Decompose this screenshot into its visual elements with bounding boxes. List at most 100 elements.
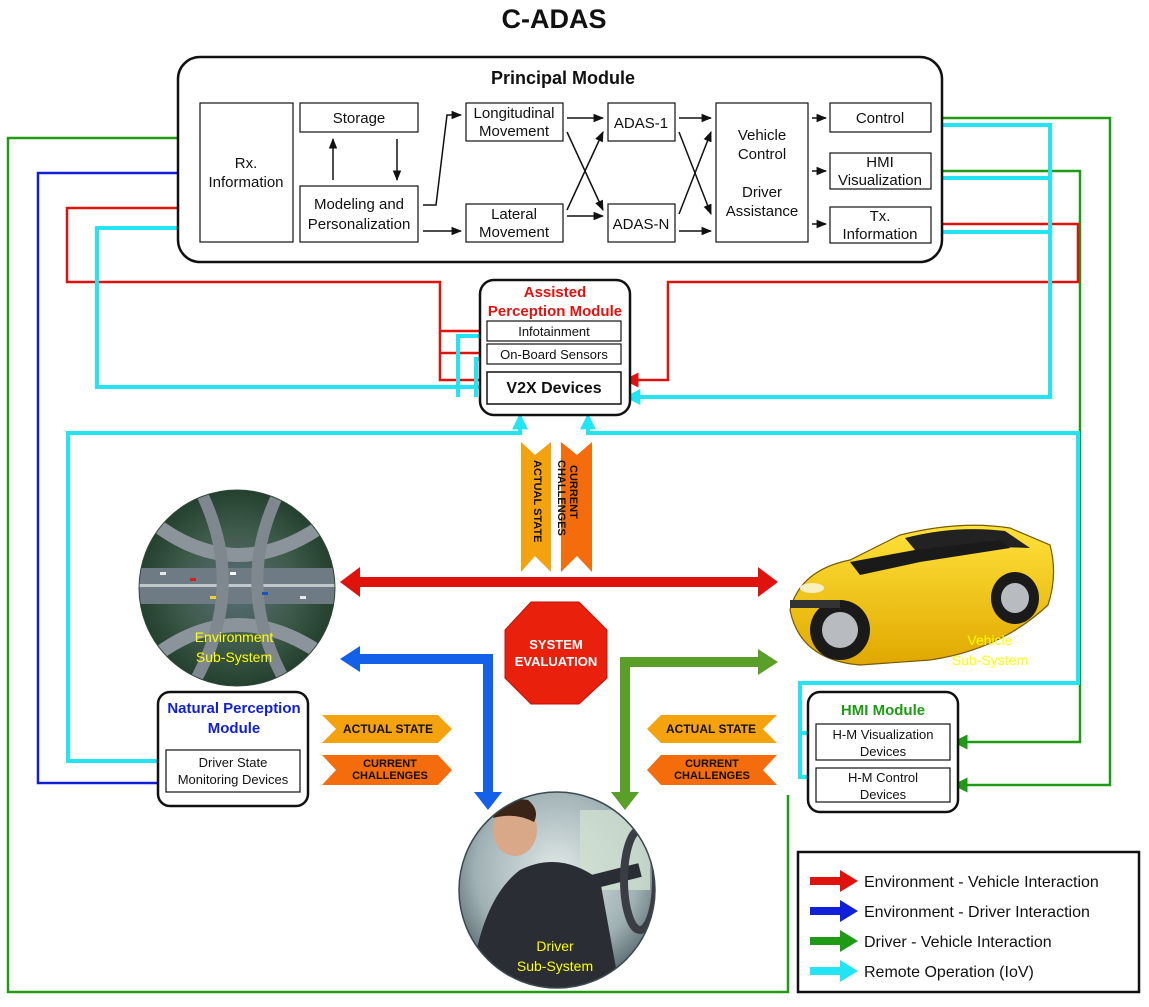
longitudinal-box xyxy=(465,102,564,142)
rx-label-1: Rx. xyxy=(235,155,258,172)
legend-label-red: Environment - Vehicle Interaction xyxy=(864,874,1099,891)
cyan-output-line xyxy=(624,123,1052,405)
legend-red-arrow-icon xyxy=(810,870,858,892)
hm-control-devices-box xyxy=(815,767,951,803)
longitudinal-label-1: Longitudinal xyxy=(474,105,555,122)
on-board-sensors-label: On-Board Sensors xyxy=(500,347,608,362)
adas-n-box xyxy=(607,203,676,243)
hm-vis-label-2: Devices xyxy=(860,744,907,759)
v2x-devices-box xyxy=(486,371,622,405)
right-challenges-label-2: CHALLENGES xyxy=(674,770,750,782)
control-box xyxy=(829,102,932,133)
legend-item-blue: Environment - Driver Interaction xyxy=(810,900,1090,922)
vehicle-control-box xyxy=(715,102,809,243)
subsystem-arrows xyxy=(340,567,778,810)
longitudinal-label-2: Movement xyxy=(479,123,550,140)
assisted-title-1: Assisted xyxy=(524,284,587,301)
infotainment-box xyxy=(486,320,622,342)
driver-label-2: Sub-System xyxy=(517,958,593,974)
storage-label: Storage xyxy=(333,110,386,127)
cyan-perception-line xyxy=(95,220,486,389)
tx-label-1: Tx. xyxy=(870,208,891,225)
left-actual-state-label: ACTUAL STATE xyxy=(343,722,433,736)
env-vehicle-double-arrow xyxy=(340,567,778,597)
right-challenges-label-1: CURRENT xyxy=(685,758,739,770)
legend-blue-arrow-icon xyxy=(810,900,858,922)
green-control-line xyxy=(931,116,1112,793)
legend-label-blue: Environment - Driver Interaction xyxy=(864,904,1090,921)
legend-cyan-arrow-icon xyxy=(810,960,858,982)
vehicle-driver-l-arrow xyxy=(611,649,778,810)
svg-text:Tx.Information: Tx.Information xyxy=(842,208,917,243)
left-actual-state-chevron xyxy=(322,715,452,743)
monitoring-label-2: Monitoring Devices xyxy=(178,772,289,787)
legend-label-green: Driver - Vehicle Interaction xyxy=(864,934,1052,951)
driver-subsystem-image xyxy=(458,791,656,989)
natural-title-2: Module xyxy=(208,720,261,737)
adas-n-label: ADAS-N xyxy=(613,216,670,233)
legend: Environment - Vehicle Interaction Enviro… xyxy=(796,850,1141,994)
adas-1-box xyxy=(607,102,676,142)
legend-green-arrow-icon xyxy=(810,930,858,952)
modeling-box xyxy=(299,185,419,243)
natural-title-1: Natural Perception xyxy=(167,700,300,717)
rx-label-2: Information xyxy=(208,174,283,191)
system-evaluation-stop-sign: SYSTEM EVALUATION xyxy=(504,601,608,705)
env-driver-l-arrow xyxy=(340,646,502,810)
legend-item-green: Driver - Vehicle Interaction xyxy=(810,930,1052,952)
environment-subsystem-image xyxy=(138,489,336,687)
storage-box xyxy=(299,102,419,133)
center-chevrons: ACTUAL STATE CURRENTCHALLENGES xyxy=(521,442,592,572)
modeling-label-1: Modeling and xyxy=(314,196,404,213)
connector-lines xyxy=(6,116,1112,994)
hm-visualization-devices-box xyxy=(815,723,951,761)
modeling-label-2: Personalization xyxy=(308,216,411,233)
driver-assistance-label-1: Driver xyxy=(742,184,782,201)
environment-label-2: Sub-System xyxy=(196,649,272,665)
hm-control-label-2: Devices xyxy=(860,787,907,802)
vehicle-label-2: Sub-System xyxy=(952,652,1028,668)
right-actual-state-chevron xyxy=(647,715,777,743)
principal-internal-arrows xyxy=(328,110,828,236)
adas-1-label: ADAS-1 xyxy=(614,115,668,132)
hmi-visualization-box xyxy=(829,152,932,190)
driver-state-monitoring-box xyxy=(165,749,301,793)
hmi-vis-label-2: Visualization xyxy=(838,172,922,189)
svg-text:CURRENTCHALLENGES: CURRENTCHALLENGES xyxy=(674,758,750,782)
stop-label-2: EVALUATION xyxy=(515,654,598,669)
current-challenges-vertical-label-2: CHALLENGES xyxy=(555,460,567,536)
on-board-sensors-box xyxy=(486,343,622,365)
red-perception-line xyxy=(65,200,486,333)
current-challenges-vertical-label-1: CURRENT xyxy=(567,465,579,519)
legend-label-cyan: Remote Operation (IoV) xyxy=(864,964,1034,981)
stop-label-1: SYSTEM xyxy=(529,637,582,652)
vehicle-label-1: Vehicle xyxy=(967,632,1012,648)
right-actual-state-label: ACTUAL STATE xyxy=(666,722,756,736)
green-outer-loop xyxy=(6,130,790,994)
left-current-challenges-chevron xyxy=(322,755,452,785)
monitoring-label-1: Driver State xyxy=(199,755,268,770)
v2x-devices-label: V2X Devices xyxy=(506,380,601,397)
principal-module: Principal Module Rx.Information Storage … xyxy=(176,55,944,264)
svg-text:CURRENTCHALLENGES: CURRENTCHALLENGES xyxy=(555,460,579,536)
svg-text:CURRENTCHALLENGES: CURRENTCHALLENGES xyxy=(352,758,428,782)
vehicle-subsystem-image xyxy=(789,524,1055,666)
legend-item-cyan: Remote Operation (IoV) xyxy=(810,960,1034,982)
lateral-box xyxy=(465,203,564,243)
actual-state-vertical-label: ACTUAL STATE xyxy=(531,460,543,543)
hmi-module-title: HMI Module xyxy=(841,702,925,719)
assisted-title-2: Perception Module xyxy=(488,303,622,320)
right-current-challenges-chevron xyxy=(647,755,777,785)
svg-text:Rx.Information: Rx. Information xyxy=(208,155,283,191)
environment-label-1: Environment xyxy=(195,629,274,645)
